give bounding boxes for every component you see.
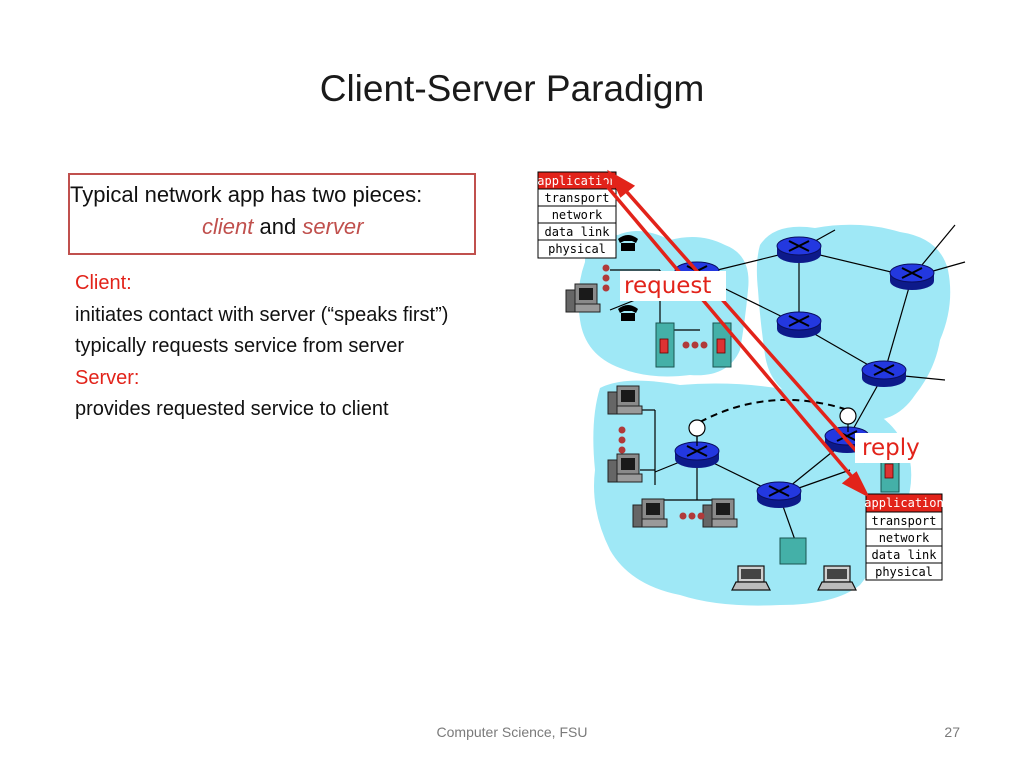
client-word: client	[202, 214, 254, 239]
server-stack-layer: transport	[871, 514, 936, 528]
client-protocol-stack: application transport network data link …	[537, 171, 617, 259]
bullet-item: provides requested service to client	[75, 398, 389, 420]
client-heading: Client:	[75, 272, 132, 294]
server-stack-layer: physical	[875, 565, 933, 579]
client-stack-layer: physical	[548, 242, 606, 256]
bullet-item: initiates contact with server (“speaks f…	[75, 303, 449, 326]
client-stack-layer: application	[537, 174, 616, 188]
server-stack-layer: data link	[871, 548, 937, 562]
bullet-list: Client: initiates contact with server (“…	[75, 268, 448, 426]
reply-label: reply	[862, 435, 920, 461]
server-protocol-stack: application transport network data link …	[864, 493, 944, 581]
server-heading: Server:	[75, 366, 140, 389]
footer-text: Computer Science, FSU	[436, 724, 588, 740]
client-stack-layer: data link	[544, 225, 610, 239]
reply-label-bg	[855, 433, 933, 463]
slide-title: Client-Server Paradigm	[319, 68, 705, 109]
server-stack-layer: network	[879, 531, 930, 545]
client-stack-layer: transport	[544, 191, 609, 205]
server-word: server	[302, 214, 364, 239]
page-number: 27	[944, 724, 960, 740]
bullet-item: typically requests service from server	[75, 335, 404, 357]
request-label: request	[624, 273, 711, 299]
intro-text: Typical network app has two pieces:	[70, 182, 423, 207]
intro-pieces: client and server	[202, 214, 363, 240]
client-stack-layer: network	[552, 208, 603, 222]
intro-box	[68, 173, 476, 255]
request-label-bg	[620, 271, 726, 301]
server-stack-layer: application	[864, 496, 943, 510]
message-arrows	[598, 169, 870, 499]
and-word: and	[259, 214, 297, 239]
